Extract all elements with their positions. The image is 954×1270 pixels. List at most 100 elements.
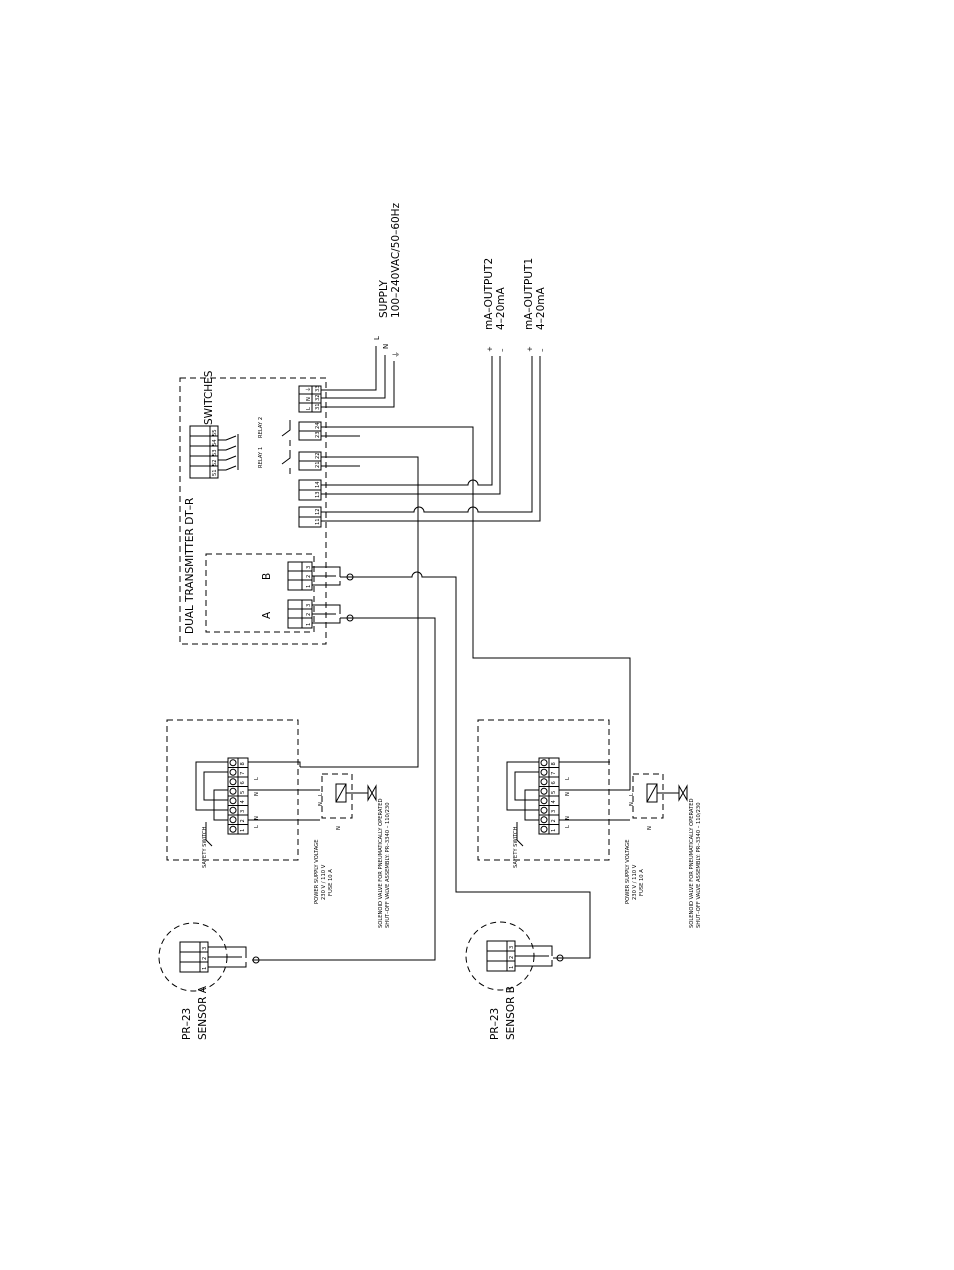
relay2-label: RELAY 2 bbox=[258, 417, 264, 438]
terminal-screw-icon bbox=[229, 759, 237, 767]
svg-text:31: 31 bbox=[315, 403, 321, 410]
svg-text:SOLENOID VALVE FOR PNEUMATICAL: SOLENOID VALVE FOR PNEUMATICALLY OPERATE… bbox=[378, 798, 384, 928]
terminal-number: 3 bbox=[551, 810, 557, 813]
svg-text:⏚: ⏚ bbox=[305, 387, 312, 392]
safety-b-switch-label: SAFETY SWITCH bbox=[513, 826, 519, 868]
svg-text:FUSE 10 A: FUSE 10 A bbox=[328, 869, 334, 896]
svg-text:L: L bbox=[565, 825, 571, 828]
supply-l: L bbox=[373, 336, 381, 340]
channel-b-label: B bbox=[261, 573, 273, 580]
terminal-screw-icon bbox=[540, 806, 548, 814]
svg-text:51: 51 bbox=[212, 469, 218, 476]
output2-label-group: mA–OUTPUT2 4–20mA + – bbox=[483, 258, 507, 352]
terminal-screw-icon bbox=[540, 816, 548, 824]
relay1-terminal-block: 21 22 bbox=[298, 451, 322, 471]
out2-terminal-block: 13 14 bbox=[298, 479, 322, 501]
svg-text:L: L bbox=[565, 777, 571, 780]
svg-text:SHUT–OFF VALVE ASSEMBLY: PR–33: SHUT–OFF VALVE ASSEMBLY: PR–3340 – 110/2… bbox=[385, 802, 391, 928]
svg-text:1: 1 bbox=[202, 967, 208, 970]
svg-text:13: 13 bbox=[315, 491, 321, 498]
supply-rating: 100–240VAC/50–60Hz bbox=[390, 202, 402, 318]
terminal-screw-icon bbox=[540, 797, 548, 805]
output2-minus: – bbox=[498, 348, 506, 352]
svg-text:3: 3 bbox=[306, 604, 312, 607]
terminal-screw-icon bbox=[540, 778, 548, 786]
relay1-contact-icon bbox=[281, 450, 291, 474]
svg-text:53: 53 bbox=[212, 449, 218, 456]
channel-a-terminal: 1 2 3 bbox=[287, 599, 313, 629]
svg-text:3: 3 bbox=[509, 946, 515, 949]
terminal-number: 6 bbox=[551, 781, 557, 784]
output1-label-group: mA–OUTPUT1 4–20mA + – bbox=[523, 258, 547, 352]
relay2-terminal-block: 23 24 bbox=[298, 421, 322, 441]
terminal-screw-icon bbox=[540, 768, 548, 776]
svg-text:230 V / 110 V: 230 V / 110 V bbox=[321, 864, 327, 900]
svg-text:L: L bbox=[629, 793, 635, 796]
svg-text:FUSE 10 A: FUSE 10 A bbox=[639, 869, 645, 896]
switch-terminal-block: 51 52 53 54 55 bbox=[189, 425, 239, 479]
sensor-a-name: SENSOR A bbox=[197, 985, 209, 1040]
svg-text:L: L bbox=[306, 407, 312, 410]
svg-text:N: N bbox=[306, 397, 312, 401]
output1-title: mA–OUTPUT1 bbox=[523, 258, 535, 330]
svg-text:POWER SUPPLY VOLTAGE: POWER SUPPLY VOLTAGE bbox=[625, 840, 631, 904]
supply-terminal-block: L N ⏚ 31 32 33 bbox=[298, 385, 322, 413]
terminal-number: 4 bbox=[240, 800, 246, 804]
svg-text:2: 2 bbox=[509, 956, 515, 959]
terminal-screw-icon bbox=[229, 825, 237, 833]
svg-text:N: N bbox=[318, 802, 324, 806]
svg-text:N: N bbox=[565, 792, 571, 796]
transmitter-box bbox=[179, 377, 327, 645]
svg-text:23: 23 bbox=[315, 431, 321, 438]
svg-text:1: 1 bbox=[306, 623, 312, 626]
svg-text:55: 55 bbox=[212, 429, 218, 436]
terminal-screw-icon bbox=[540, 825, 548, 833]
terminal-screw-icon bbox=[540, 787, 548, 795]
svg-text:POWER SUPPLY VOLTAGE: POWER SUPPLY VOLTAGE bbox=[314, 840, 320, 904]
svg-text:N: N bbox=[254, 816, 260, 820]
svg-text:1: 1 bbox=[509, 966, 515, 969]
terminal-number: 1 bbox=[240, 829, 246, 832]
terminal-number: 7 bbox=[240, 772, 246, 775]
output1-range: 4–20mA bbox=[535, 286, 547, 330]
terminal-number: 3 bbox=[240, 810, 246, 813]
terminal-number: 8 bbox=[551, 762, 557, 765]
terminal-number: 2 bbox=[551, 819, 557, 822]
svg-text:32: 32 bbox=[315, 394, 321, 401]
svg-text:L: L bbox=[254, 825, 260, 828]
terminal-number: 5 bbox=[240, 791, 246, 794]
terminal-screw-icon bbox=[229, 797, 237, 805]
terminal-screw-icon bbox=[229, 816, 237, 824]
svg-text:11: 11 bbox=[315, 518, 321, 525]
terminal-number: 4 bbox=[551, 800, 557, 804]
terminal-number: 1 bbox=[551, 829, 557, 832]
svg-text:3: 3 bbox=[202, 947, 208, 950]
svg-text:1: 1 bbox=[306, 585, 312, 588]
output2-title: mA–OUTPUT2 bbox=[483, 258, 495, 330]
svg-text:N: N bbox=[647, 826, 653, 830]
safety-b-solenoid bbox=[632, 773, 688, 819]
output2-plus: + bbox=[486, 346, 494, 352]
svg-text:230 V / 110 V: 230 V / 110 V bbox=[632, 864, 638, 900]
svg-text:52: 52 bbox=[212, 459, 218, 466]
terminal-screw-icon bbox=[229, 778, 237, 786]
channel-b-terminal: 1 2 3 bbox=[287, 561, 313, 591]
svg-text:14: 14 bbox=[315, 481, 321, 488]
supply-title: SUPPLY bbox=[378, 280, 390, 318]
relay2-contact-icon bbox=[281, 420, 291, 446]
output1-minus: – bbox=[538, 348, 546, 352]
svg-text:SOLENOID VALVE FOR PNEUMATICAL: SOLENOID VALVE FOR PNEUMATICALLY OPERATE… bbox=[689, 798, 695, 928]
sensor-b: 1 2 3 PR–23 SENSOR B bbox=[465, 921, 564, 1040]
svg-text:3: 3 bbox=[306, 566, 312, 569]
svg-text:21: 21 bbox=[315, 461, 321, 468]
sensor-a: 1 2 3 PR–23 SENSOR A bbox=[158, 922, 260, 1040]
channel-box bbox=[205, 553, 315, 633]
supply-pe: ⏚ bbox=[392, 351, 400, 358]
svg-text:12: 12 bbox=[315, 508, 321, 515]
svg-text:54: 54 bbox=[212, 439, 218, 446]
terminal-screw-icon bbox=[540, 759, 548, 767]
svg-text:SHUT–OFF VALVE ASSEMBLY: PR–33: SHUT–OFF VALVE ASSEMBLY: PR–3340 – 110/2… bbox=[696, 802, 702, 928]
sensor-b-name: SENSOR B bbox=[505, 986, 517, 1040]
